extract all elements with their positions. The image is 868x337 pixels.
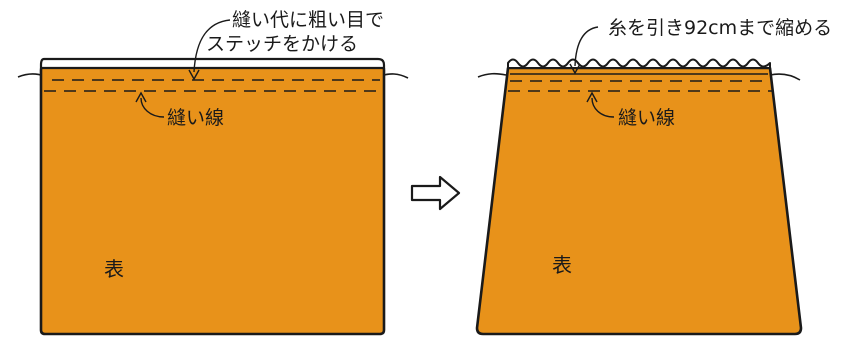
right-top-annotation: 糸を引き92cmまで縮める	[608, 17, 832, 39]
right-seam-leader	[591, 97, 615, 118]
right-top-leader-arrowhead	[569, 63, 581, 75]
right-thread-tail-left	[477, 72, 507, 78]
left-panel: 縫い代に粗い目で ステッチをかける 縫い線 表	[17, 9, 409, 336]
left-seam-leader	[140, 97, 165, 118]
right-outline-arrow-icon	[410, 175, 461, 211]
right-body-label: 表	[552, 253, 572, 277]
left-top-annotation-line2: ステッチをかける	[206, 33, 358, 55]
right-fabric-body	[475, 66, 803, 336]
left-top-hem	[39, 57, 386, 70]
left-body-label: 表	[104, 257, 124, 281]
left-seam-leader-arrowhead	[135, 91, 147, 103]
right-seam-annotation: 縫い線	[618, 107, 675, 129]
left-top-annotation-line1: 縫い代に粗い目で	[232, 9, 384, 31]
right-thread-tail-right	[769, 73, 801, 81]
right-panel: 糸を引き92cmまで縮める 縫い線 表	[475, 17, 832, 336]
left-seam-annotation: 縫い線	[167, 107, 224, 129]
left-top-leader	[193, 19, 231, 73]
right-seam-leader-arrowhead	[586, 91, 598, 103]
left-top-leader-arrowhead	[188, 69, 200, 81]
right-top-leader	[574, 26, 599, 67]
right-gathered-top	[507, 58, 771, 69]
